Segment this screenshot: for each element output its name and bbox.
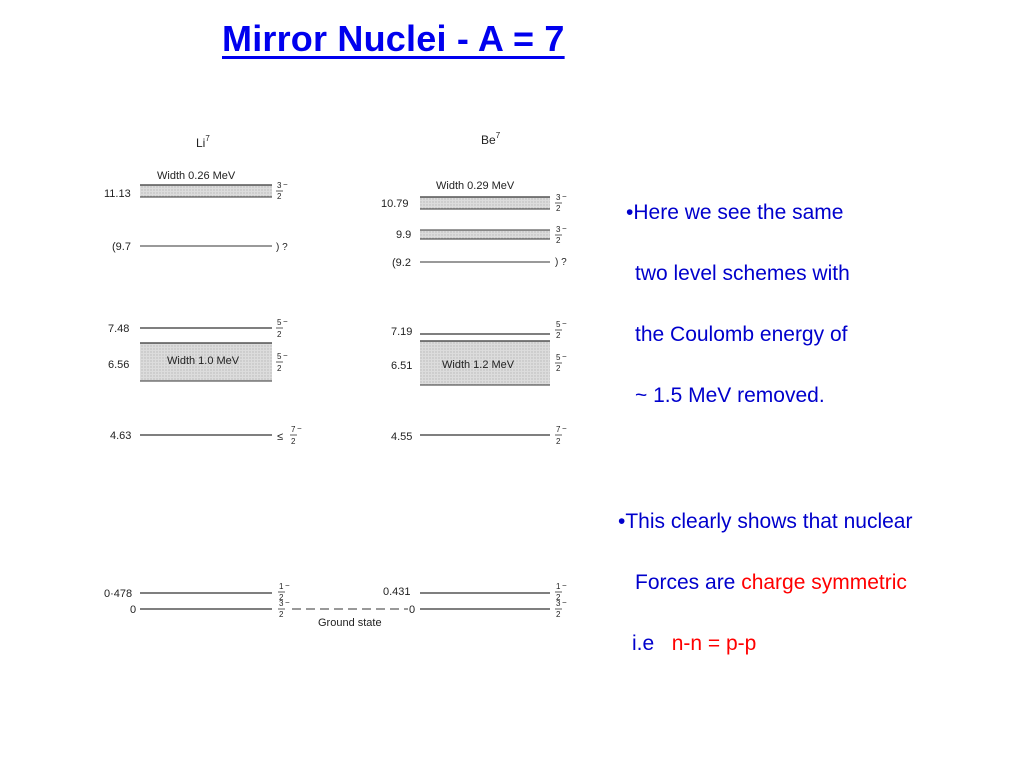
be7-spin-4-55: 7 − 2 (555, 424, 567, 446)
bullet-1-line-3: the Coulomb energy of (635, 323, 848, 346)
svg-text:3: 3 (556, 193, 561, 202)
svg-text:2: 2 (279, 593, 284, 602)
li7-level-11-13: 11.13 (104, 188, 131, 200)
be7-spin-7-19: 5 − 2 (555, 319, 567, 340)
li7-label: Li7 (196, 134, 210, 150)
be7-level-6-51: 6.51 (391, 360, 412, 372)
be7-level-9-2: (9.2 (392, 257, 411, 269)
svg-text:5: 5 (277, 352, 282, 361)
svg-text:1: 1 (279, 582, 284, 591)
svg-text:5: 5 (556, 353, 561, 362)
li7-spin-4-63: ≤ 7 − 2 (277, 424, 302, 446)
svg-text:2: 2 (556, 593, 561, 602)
li7-spin-11-13: 3 − 2 (276, 180, 288, 201)
svg-text:5: 5 (556, 320, 561, 329)
svg-text:−: − (283, 180, 288, 189)
svg-text:7: 7 (556, 425, 561, 434)
bullet-1-line-4: ~ 1.5 MeV removed. (635, 384, 825, 407)
forces-are-text: Forces are (635, 571, 742, 594)
svg-text:3: 3 (277, 181, 282, 190)
be7-band-9-9 (420, 230, 550, 239)
svg-text:2: 2 (556, 610, 561, 619)
slide-title: Mirror Nuclei - A = 7 (222, 18, 565, 59)
svg-text:2: 2 (277, 330, 282, 339)
bullet-2-line-2: Forces are charge symmetric (635, 571, 907, 595)
svg-text:−: − (562, 598, 567, 607)
svg-text:−: − (283, 317, 288, 326)
ground-state-label: Ground state (318, 617, 382, 629)
svg-text:−: − (562, 352, 567, 361)
svg-text:2: 2 (556, 204, 561, 213)
be7-level-4-55: 4.55 (391, 431, 412, 443)
bullet-1-line-1: •Here we see the same (626, 201, 844, 224)
svg-text:5: 5 (277, 318, 282, 327)
be7-band-6-51 (420, 341, 550, 385)
nn-pp-highlight: n-n = p-p (671, 632, 757, 655)
be7-band-10-79 (420, 197, 550, 209)
explanation-text: •Here we see the same two level schemes … (612, 0, 1012, 768)
be7-level-10-79: 10.79 (381, 198, 409, 210)
svg-text:−: − (562, 581, 567, 590)
svg-text:3: 3 (556, 225, 561, 234)
li7-level-0: 0 (130, 604, 136, 616)
bullet-2-line-3: i.e n-n = p-p (632, 632, 756, 656)
svg-text:3: 3 (279, 599, 284, 608)
bullet-1-line-2: two level schemes with (635, 262, 850, 285)
li7-width-top-label: Width 0.26 MeV (157, 170, 236, 182)
li7-level-9-7: (9.7 (112, 241, 131, 253)
li7-spin-7-48: 5 − 2 (276, 317, 288, 339)
svg-text:2: 2 (556, 437, 561, 446)
be7-spin-6-51: 5 − 2 (555, 352, 567, 373)
svg-text:−: − (285, 598, 290, 607)
svg-text:3: 3 (556, 599, 561, 608)
svg-text:2: 2 (277, 364, 282, 373)
be7-width-top-label: Width 0.29 MeV (436, 180, 515, 192)
svg-text:2: 2 (556, 331, 561, 340)
svg-text:≤: ≤ (277, 431, 283, 443)
be7-width-mid-label: Width 1.2 MeV (442, 359, 515, 371)
svg-text:2: 2 (556, 236, 561, 245)
li7-spin-0-478: 1 − 2 (278, 581, 290, 602)
svg-text:−: − (283, 351, 288, 360)
be7-level-0: 0 (409, 604, 415, 616)
be7-level-0-431: 0.431 (383, 586, 411, 598)
li7-width-mid-label: Width 1.0 MeV (167, 355, 240, 367)
charge-symmetric-highlight: charge symmetric (741, 571, 907, 594)
svg-text:1: 1 (556, 582, 561, 591)
li7-spin-ground: 3 − 2 (278, 598, 290, 619)
svg-text:−: − (562, 224, 567, 233)
be7-spin-0-431: 1 − 2 (555, 581, 567, 602)
li7-band-6-56 (140, 343, 272, 381)
svg-text:−: − (285, 581, 290, 590)
ie-text: i.e (632, 632, 672, 655)
svg-text:−: − (297, 424, 302, 433)
li7-band-11-13 (140, 185, 272, 197)
be7-spin-9-9: 3 − 2 (555, 224, 567, 245)
svg-text:−: − (562, 319, 567, 328)
svg-text:2: 2 (556, 364, 561, 373)
be7-spin-9-2: ) ? (555, 257, 567, 268)
be7-label: Be7 (481, 131, 501, 147)
li7-level-0-478: 0·478 (104, 588, 132, 600)
li7-level-6-56: 6.56 (108, 359, 129, 371)
be7-spin-ground: 3 − 2 (555, 598, 567, 619)
li7-level-4-63: 4.63 (110, 430, 131, 442)
li7-spin-9-7: ) ? (276, 242, 288, 253)
li7-level-7-48: 7.48 (108, 323, 129, 335)
svg-text:2: 2 (291, 437, 296, 446)
svg-text:2: 2 (279, 610, 284, 619)
svg-text:7: 7 (291, 425, 296, 434)
bullet-2-line-1: •This clearly shows that nuclear (618, 510, 913, 533)
be7-level-7-19: 7.19 (391, 326, 412, 338)
svg-text:−: − (562, 424, 567, 433)
svg-text:−: − (562, 192, 567, 201)
li7-spin-6-56: 5 − 2 (276, 351, 288, 373)
svg-text:2: 2 (277, 192, 282, 201)
be7-level-9-9: 9.9 (396, 229, 411, 241)
be7-spin-10-79: 3 − 2 (555, 192, 567, 213)
